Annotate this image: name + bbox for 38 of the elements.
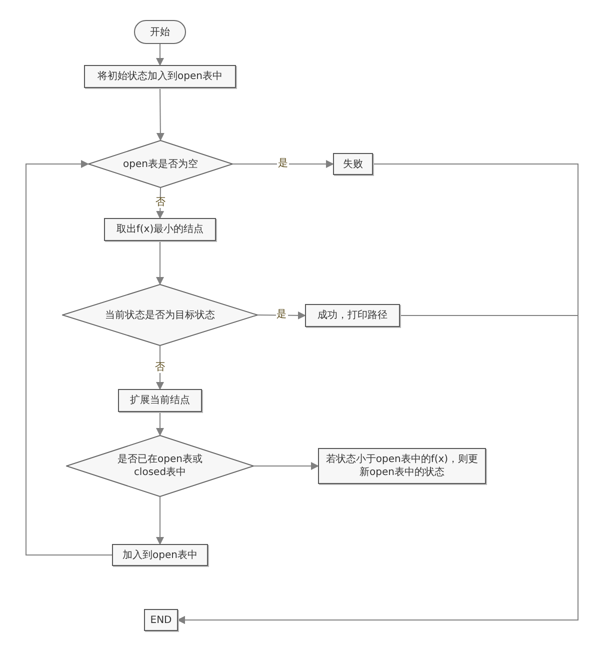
- arrow: [156, 412, 164, 436]
- edge-label: 否: [154, 198, 166, 208]
- node-text: 加入到open表中: [122, 548, 198, 562]
- arrow: [156, 44, 164, 66]
- node-text: 若状态小于open表中的f(x)，则更新open表中的状态: [324, 453, 480, 479]
- arrow: [232, 160, 334, 168]
- arrow: [258, 311, 306, 320]
- process-box: [144, 609, 178, 631]
- node-text: 将初始状态加入到open表中: [98, 70, 222, 83]
- decision-diamond: [66, 435, 254, 497]
- process-box: [112, 544, 208, 566]
- edge-label: 否: [154, 362, 166, 372]
- process-box: [333, 153, 373, 175]
- process-box: [305, 304, 400, 327]
- arrow: [156, 240, 164, 285]
- node-text: END: [150, 614, 172, 626]
- node-text: 成功，打印路径: [318, 309, 388, 322]
- edge-label: 是: [277, 159, 289, 169]
- node-text: 扩展当前结点: [130, 394, 190, 407]
- process-box: [118, 389, 202, 412]
- arrow: [177, 315, 578, 624]
- decision-diamond: [62, 284, 258, 346]
- arrow: [26, 160, 112, 556]
- node-text: 失败: [343, 158, 363, 170]
- process-box: [318, 448, 486, 484]
- arrow: [156, 496, 164, 545]
- start-terminal: [134, 20, 186, 44]
- arrow: [254, 462, 319, 470]
- decision-diamond: [88, 140, 233, 188]
- process-box: [104, 218, 216, 241]
- edge-label: 是: [276, 310, 288, 320]
- node-text: 开始: [150, 26, 170, 38]
- arrow: [156, 88, 164, 141]
- process-box: [84, 65, 236, 88]
- node-text: 取出f(x)最小的结点: [116, 223, 204, 236]
- node-text: 是否已在open表或closed表中: [116, 453, 204, 479]
- node-text: 当前状态是否为目标状态: [105, 308, 215, 322]
- node-text: open表是否为空: [123, 158, 198, 170]
